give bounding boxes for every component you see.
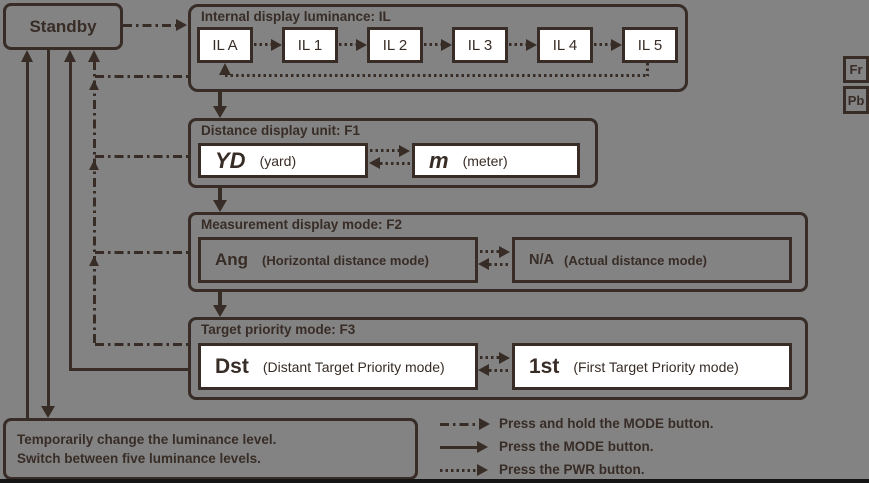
hold-mode-return-bus — [93, 61, 96, 346]
target-priority-group-title: Target priority mode: F3 — [201, 322, 356, 337]
arrowhead-down-icon — [213, 305, 227, 317]
arrowhead-right-icon — [499, 352, 510, 364]
option-horizontal-distance: Ang (Horizontal distance mode) — [198, 237, 478, 283]
arrowhead-down-icon — [41, 406, 55, 418]
standby-box: Standby — [3, 3, 123, 50]
luminance-group-title: Internal display luminance: IL — [201, 9, 391, 24]
f1-toggle-line — [370, 149, 399, 152]
f2-toggle-line — [480, 250, 500, 253]
arrowhead-left-icon — [369, 157, 380, 169]
option-distant-priority: Dst (Distant Target Priority mode) — [198, 343, 478, 390]
luminance-level-il-4: IL 4 — [537, 27, 593, 63]
il-step-line — [424, 43, 442, 46]
first-code: 1st — [529, 354, 560, 378]
meter-code: m — [429, 147, 449, 173]
legend-solid-line — [440, 446, 478, 449]
arrowhead-left-icon — [478, 364, 489, 376]
flow-line-f1-f2 — [218, 188, 222, 202]
page-marker-pb: Pb — [843, 86, 869, 114]
flow-line-il-f1 — [218, 92, 222, 108]
arrowhead-right-icon — [479, 418, 490, 430]
luminance-level-il-a: IL A — [197, 27, 253, 63]
standby-to-luminance-line — [123, 24, 177, 27]
arrowhead-right-icon — [499, 246, 510, 258]
arrowhead-right-icon — [271, 39, 282, 51]
f1-toggle-line — [380, 162, 410, 165]
luminance-note-box: Temporarily change the luminance level. … — [3, 418, 418, 480]
option-yard: YD (yard) — [198, 143, 368, 178]
il-return-branch — [95, 75, 188, 78]
arrowhead-up-icon — [89, 80, 99, 90]
arrowhead-right-icon — [399, 145, 410, 157]
ang-desc: (Horizontal distance mode) — [262, 252, 429, 268]
il-step-line — [509, 43, 527, 46]
arrowhead-up-icon — [89, 160, 99, 170]
arrowhead-right-icon — [526, 39, 537, 51]
standby-to-note-line — [47, 50, 50, 406]
il-return-line — [646, 63, 649, 76]
legend-dotted-line — [440, 469, 478, 472]
option-actual-distance: N/A (Actual distance mode) — [512, 237, 792, 283]
f3-toggle-line — [489, 369, 510, 372]
note-to-standby-line — [26, 61, 29, 418]
option-first-priority: 1st (First Target Priority mode) — [512, 343, 792, 390]
luminance-level-il-1: IL 1 — [282, 27, 338, 63]
flow-line-f2-f3 — [218, 291, 222, 306]
page-marker-fr: Fr — [843, 56, 869, 83]
dst-code: Dst — [215, 354, 249, 378]
legend-dashdot-line — [440, 423, 480, 426]
arrowhead-up-icon — [219, 63, 231, 75]
luminance-level-il-5: IL 5 — [622, 27, 678, 63]
il-step-line — [594, 43, 612, 46]
na-desc: (Actual distance mode) — [563, 252, 708, 268]
standby-label: Standby — [29, 16, 97, 36]
display-mode-group-title: Measurement display mode: F2 — [201, 217, 403, 232]
arrowhead-right-icon — [441, 39, 452, 51]
arrowhead-right-icon — [611, 39, 622, 51]
display-mode-group-box — [188, 212, 808, 292]
il-step-line — [339, 43, 357, 46]
arrowhead-right-icon — [477, 441, 488, 453]
f3-return-branch — [95, 343, 188, 346]
f2-toggle-line — [489, 263, 510, 266]
page-edge-bar — [0, 479, 869, 483]
na-code: N/A — [529, 252, 554, 268]
arrowhead-up-icon — [21, 50, 33, 62]
f1-return-branch — [95, 155, 188, 158]
f2-return-branch — [95, 251, 188, 254]
luminance-level-il-2: IL 2 — [367, 27, 423, 63]
f3-to-standby-line — [69, 61, 72, 371]
arrowhead-right-icon — [477, 464, 488, 476]
arrowhead-down-icon — [213, 106, 227, 118]
arrowhead-down-icon — [213, 200, 227, 212]
arrowhead-up-icon — [64, 50, 76, 62]
note-line-2: Switch between five luminance levels. — [17, 451, 261, 466]
option-meter: m (meter) — [412, 143, 580, 178]
distance-unit-group-box — [188, 118, 598, 188]
legend-label-pwr: Press the PWR button. — [499, 462, 645, 477]
yard-code: YD — [215, 147, 246, 173]
f3-toggle-line — [480, 356, 500, 359]
arrowhead-right-icon — [176, 19, 187, 31]
target-priority-group-box — [188, 317, 808, 400]
legend-label-hold-mode: Press and hold the MODE button. — [499, 416, 714, 431]
arrowhead-up-icon — [89, 256, 99, 266]
il-return-line — [225, 74, 649, 77]
il-step-line — [254, 43, 272, 46]
ang-code: Ang — [215, 250, 249, 269]
arrowhead-left-icon — [478, 258, 489, 270]
distance-unit-group-title: Distance display unit: F1 — [201, 123, 361, 138]
arrowhead-right-icon — [356, 39, 367, 51]
note-line-1: Temporarily change the luminance level. — [17, 432, 277, 447]
arrowhead-up-icon — [88, 50, 100, 62]
luminance-group-box — [188, 4, 688, 92]
meter-desc: (meter) — [462, 152, 508, 169]
luminance-level-il-3: IL 3 — [452, 27, 508, 63]
f3-to-standby-line — [69, 368, 188, 371]
first-desc: (First Target Priority mode) — [573, 358, 739, 375]
legend-label-mode: Press the MODE button. — [499, 439, 654, 454]
dst-desc: (Distant Target Priority mode) — [262, 358, 445, 375]
yard-desc: (yard) — [259, 152, 297, 169]
